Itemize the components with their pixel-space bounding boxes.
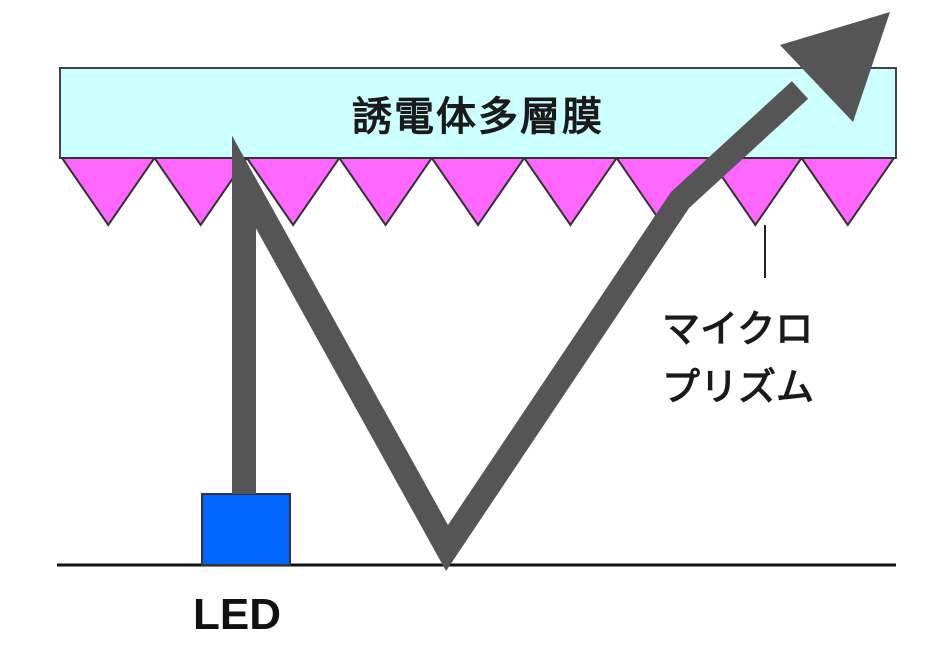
microprism xyxy=(429,157,527,227)
microprism-label-line2: プリズム xyxy=(662,365,815,409)
microprism xyxy=(60,157,157,227)
microprism xyxy=(707,157,804,227)
microprism xyxy=(799,157,896,227)
led-block xyxy=(201,493,291,566)
microprism xyxy=(244,157,342,227)
microprism-row xyxy=(60,157,896,227)
led-label: LED xyxy=(193,590,281,639)
dielectric-film-label: 誘電体多層膜 xyxy=(352,94,604,140)
microprism xyxy=(152,157,249,227)
microprism xyxy=(337,157,434,227)
microprism xyxy=(522,157,619,227)
microprism-label: マイクロ プリズム xyxy=(662,300,814,416)
light-path-arrowhead xyxy=(780,12,890,122)
microprism-label-line1: マイクロ xyxy=(662,307,814,351)
light-path xyxy=(232,81,809,572)
